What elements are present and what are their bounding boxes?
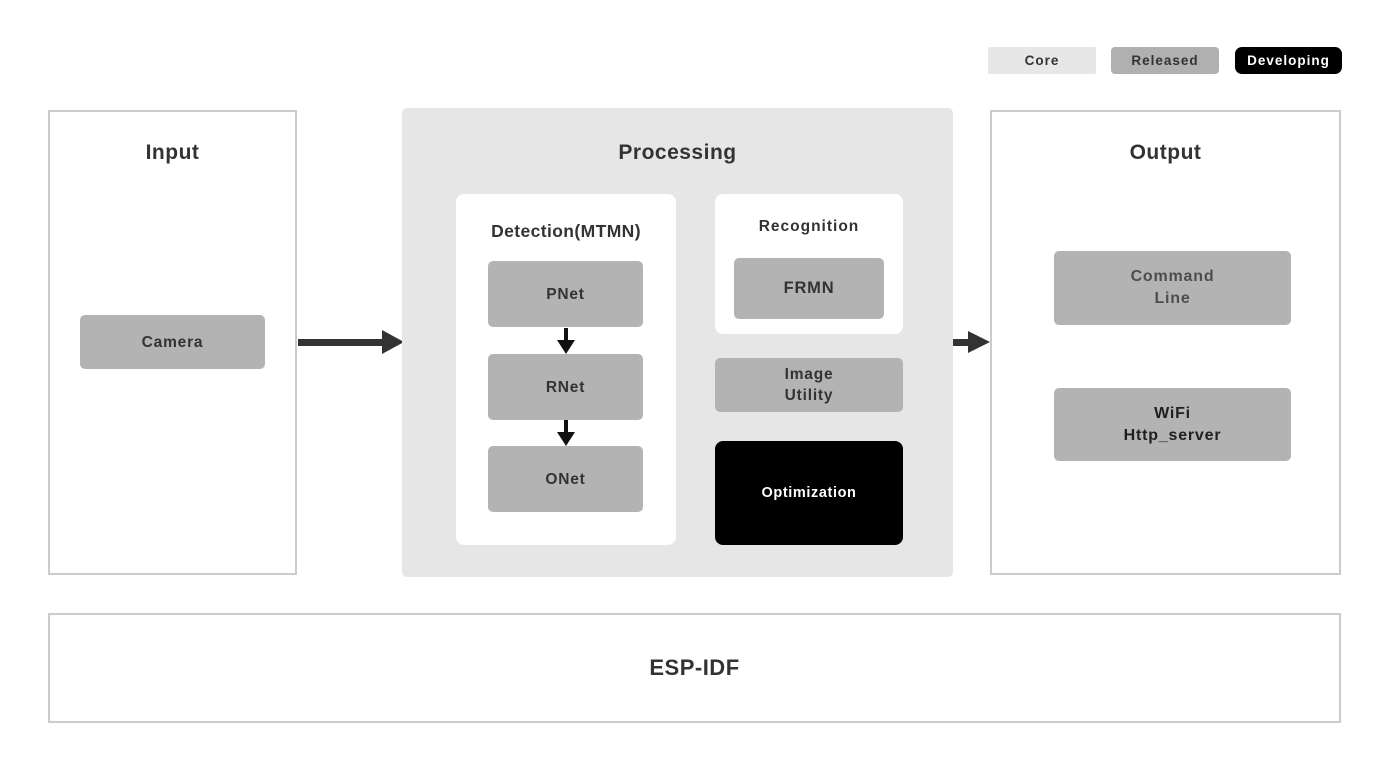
- esp-idf-title: ESP-IDF: [649, 655, 740, 680]
- arrow-head-icon: [557, 432, 575, 446]
- node-command-line: Command Line: [1054, 251, 1291, 325]
- arrow-head-icon: [968, 331, 990, 353]
- legend-item-core: Core: [988, 47, 1096, 74]
- node-onet: ONet: [488, 446, 643, 512]
- output-panel: Output Command Line WiFi Http_server: [990, 110, 1341, 575]
- legend-item-released: Released: [1111, 47, 1219, 74]
- input-panel: Input Camera: [48, 110, 297, 575]
- esp-idf-panel: ESP-IDF: [48, 613, 1341, 723]
- arrow-head-icon: [382, 330, 404, 354]
- detection-group: Detection(MTMN) PNet RNet ONet: [456, 194, 676, 545]
- legend-item-developing: Developing: [1235, 47, 1342, 74]
- node-frmn: FRMN: [734, 258, 884, 319]
- recognition-group: Recognition FRMN: [715, 194, 903, 334]
- arrow-shaft: [298, 339, 384, 346]
- arrow-shaft: [564, 328, 568, 341]
- node-command-line-line1: Command: [1130, 268, 1215, 285]
- detection-group-title: Detection(MTMN): [491, 221, 641, 241]
- processing-panel: Processing Detection(MTMN) PNet RNet ONe…: [402, 108, 953, 577]
- arrow-processing-to-output-icon: [953, 331, 990, 353]
- node-wifi-http-server: WiFi Http_server: [1054, 388, 1291, 461]
- node-rnet: RNet: [488, 354, 643, 420]
- node-wifi-line1: WiFi: [1154, 404, 1191, 422]
- output-panel-title: Output: [1129, 141, 1202, 164]
- node-image-utility-line2: Utility: [784, 387, 834, 404]
- input-panel-title: Input: [145, 141, 200, 164]
- processing-panel-title: Processing: [618, 141, 737, 164]
- node-wifi-line2: Http_server: [1123, 426, 1222, 444]
- arrow-shaft: [564, 420, 568, 433]
- node-image-utility-line1: Image: [784, 366, 834, 383]
- arrow-input-to-processing-icon: [298, 330, 404, 354]
- node-camera: Camera: [80, 315, 265, 369]
- node-optimization: Optimization: [715, 441, 903, 545]
- node-command-line-line2: Line: [1154, 290, 1191, 307]
- node-image-utility: Image Utility: [715, 358, 903, 412]
- recognition-group-title: Recognition: [758, 218, 860, 235]
- arrow-head-icon: [557, 340, 575, 354]
- arrow-shaft: [953, 339, 970, 346]
- node-pnet: PNet: [488, 261, 643, 327]
